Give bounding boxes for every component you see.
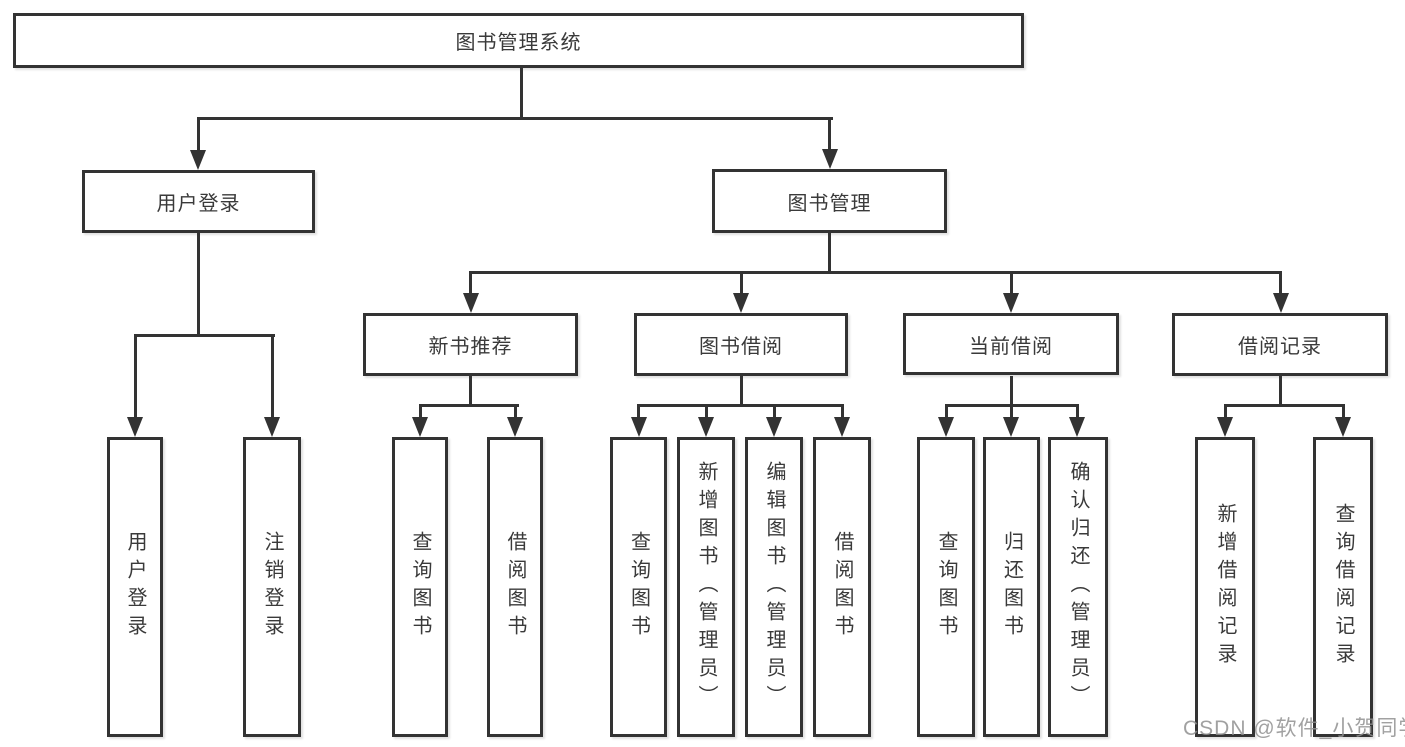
- arrowhead-query3: [938, 417, 954, 437]
- arrowhead-currentborrow: [1003, 293, 1019, 313]
- connector-drop-return-books: [1009, 403, 1013, 420]
- connector-root-rail: [196, 117, 833, 120]
- connector-borrowrecords-rail: [1223, 403, 1344, 407]
- connector-borrowrecords-stem: [1279, 376, 1282, 406]
- arrowhead-bookborrow: [733, 293, 749, 313]
- leaf-return-books: 归还图书: [983, 437, 1040, 737]
- arrowhead-query2: [630, 417, 647, 437]
- leaf-edit-books-admin: 编辑图书（管理员）: [745, 437, 803, 737]
- leaf-query-books-2: 查询图书: [610, 437, 667, 737]
- leaf-query-borrow-record: 查询借阅记录: [1313, 437, 1373, 737]
- arrowhead-confirm-return: [1069, 417, 1085, 437]
- arrowhead-add-record: [1217, 417, 1233, 437]
- arrowhead-return-books: [1003, 417, 1019, 437]
- connector-root-stem: [519, 67, 523, 119]
- connector-drop-add-books: [704, 403, 708, 420]
- csdn-watermark: CSDN @软件_小贺同学: [1183, 717, 1405, 740]
- connector-drop-currentborrow: [1009, 270, 1013, 296]
- leaf-logout: 注销登录: [243, 437, 301, 737]
- connector-bookborrow-rail: [637, 403, 844, 407]
- connector-drop-edit-books: [772, 403, 776, 420]
- arrowhead-query1: [412, 417, 428, 437]
- connector-drop-borrow1: [513, 403, 517, 420]
- connector-drop-leaf-login: [133, 333, 137, 420]
- connector-drop-bookborrow: [739, 270, 743, 296]
- node-book-borrow: 图书借阅: [634, 313, 848, 376]
- node-current-borrow: 当前借阅: [903, 313, 1119, 375]
- leaf-query-books-3: 查询图书: [917, 437, 975, 737]
- connector-drop-newbookrec: [469, 270, 472, 296]
- leaf-add-books-admin: 新增图书（管理员）: [677, 437, 735, 737]
- arrowhead-newbookrec: [462, 293, 479, 313]
- leaf-add-borrow-record: 新增借阅记录: [1195, 437, 1255, 737]
- leaf-borrow-books-2: 借阅图书: [813, 437, 871, 737]
- leaf-confirm-return-admin: 确认归还（管理员）: [1048, 437, 1108, 737]
- arrowhead-leaf-logout: [264, 417, 280, 437]
- connector-drop-book-mgmt: [828, 117, 831, 153]
- arrowhead-leaf-login: [127, 417, 143, 437]
- connector-drop-leaf-logout: [270, 333, 274, 420]
- arrowhead-add-books: [698, 417, 714, 437]
- leaf-query-books-1: 查询图书: [392, 437, 448, 737]
- connector-drop-confirm-return: [1075, 403, 1079, 420]
- arrowhead-borrow2: [834, 417, 850, 437]
- connector-newbookrec-rail: [418, 403, 519, 407]
- arrowhead-user-login: [190, 150, 206, 170]
- connector-drop-query1: [418, 403, 422, 420]
- connector-bookmgmt-rail: [469, 270, 1282, 274]
- connector-userlogin-stem: [196, 233, 200, 335]
- arrowhead-query-record: [1335, 417, 1351, 437]
- node-new-book-recommend: 新书推荐: [363, 313, 578, 376]
- connector-drop-user-login: [196, 117, 200, 153]
- leaf-user-login: 用户登录: [107, 437, 163, 737]
- connector-userlogin-rail: [133, 333, 275, 337]
- node-book-management-branch: 图书管理: [712, 169, 947, 233]
- node-borrow-records: 借阅记录: [1172, 313, 1388, 376]
- connector-drop-borrowrecords: [1279, 270, 1282, 296]
- connector-newbookrec-stem: [469, 376, 472, 406]
- leaf-borrow-books-1: 借阅图书: [487, 437, 543, 737]
- connector-drop-query2: [637, 403, 640, 420]
- connector-bookborrow-stem: [739, 376, 743, 406]
- node-user-login-branch: 用户登录: [82, 170, 315, 233]
- arrowhead-borrow1: [507, 417, 523, 437]
- arrowhead-edit-books: [766, 417, 782, 437]
- connector-drop-query-record: [1341, 403, 1345, 420]
- arrowhead-borrowrecords: [1272, 293, 1289, 313]
- connector-currentborrow-stem: [1009, 376, 1013, 406]
- node-root: 图书管理系统: [13, 13, 1024, 68]
- arrowhead-book-mgmt: [821, 149, 838, 169]
- connector-drop-query3: [944, 403, 948, 420]
- connector-drop-borrow2: [840, 403, 844, 420]
- connector-bookmgmt-stem: [828, 233, 831, 273]
- connector-drop-add-record: [1223, 403, 1227, 420]
